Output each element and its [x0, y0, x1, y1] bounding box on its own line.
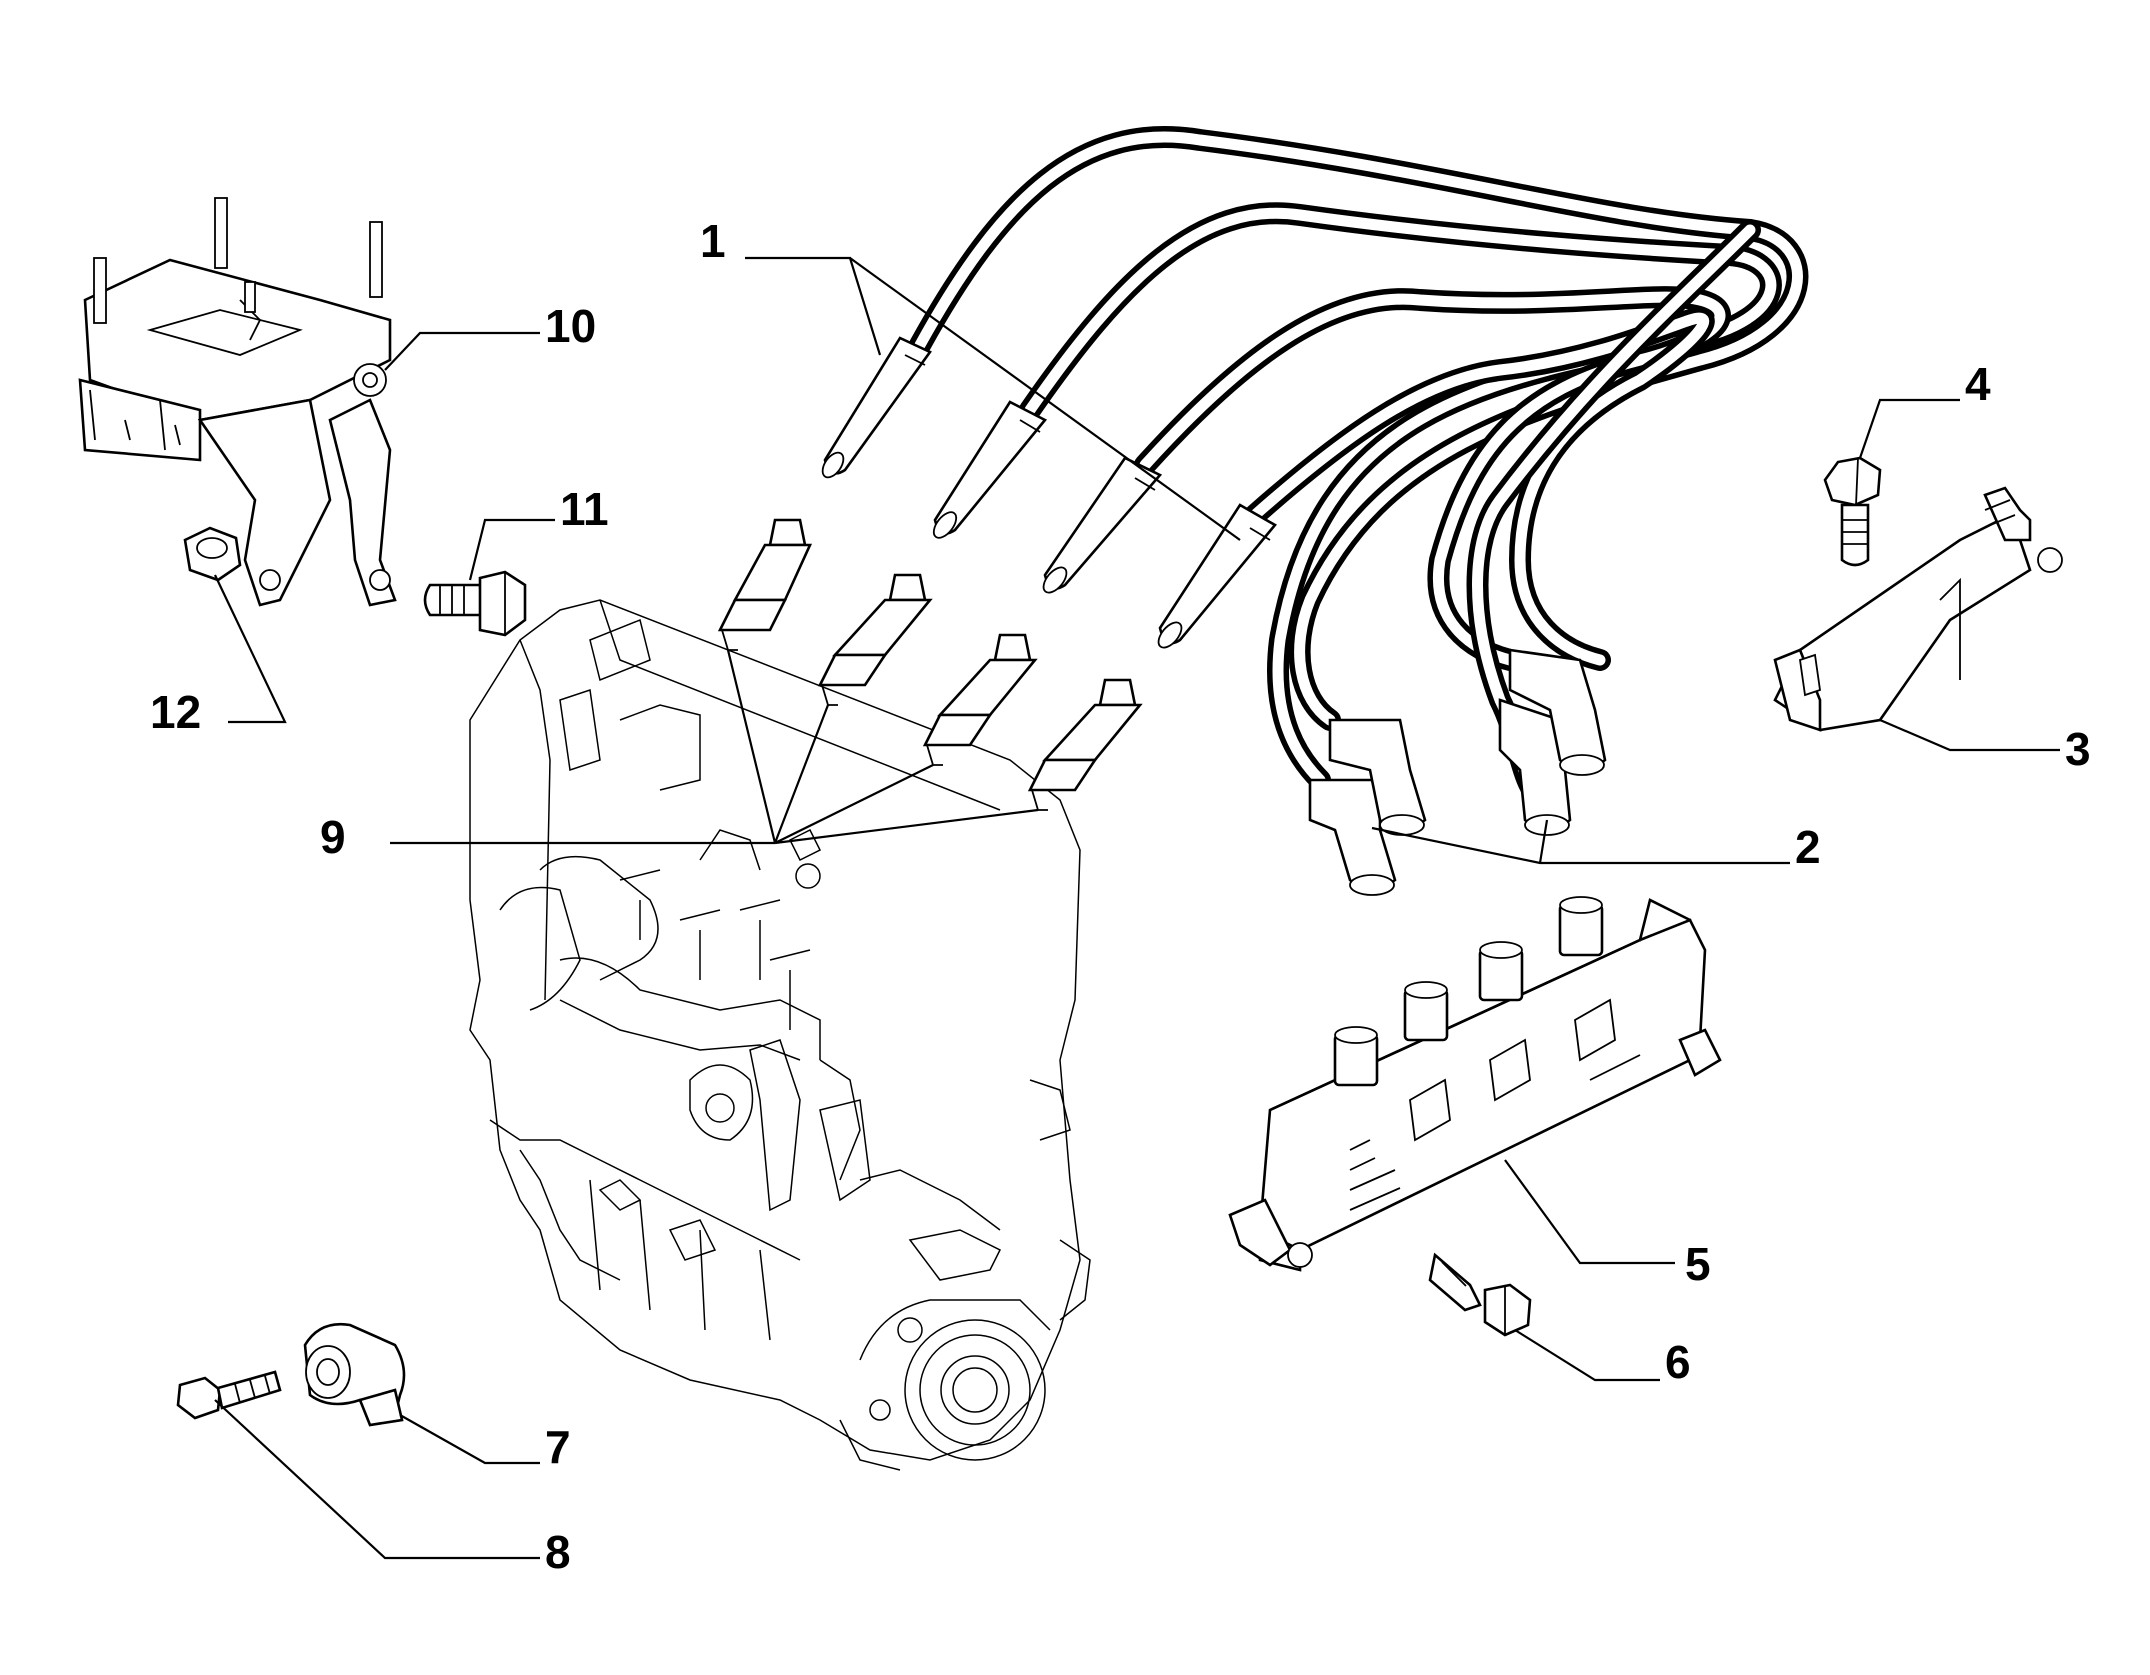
cable-clip — [1773, 486, 2063, 732]
callout-5: 5 — [1685, 1238, 1711, 1290]
callout-labels: 1 2 3 4 5 6 7 8 9 10 11 12 — [150, 215, 2091, 1578]
hex-nut — [183, 526, 242, 582]
cable-boot-angled-4 — [1508, 648, 1607, 776]
spark-plug-4 — [1027, 678, 1143, 811]
spark-plug-3 — [922, 633, 1038, 766]
ignition-cable-set — [821, 125, 1809, 896]
leader-12 — [214, 574, 287, 724]
callout-7: 7 — [545, 1421, 571, 1473]
bracket-bolt — [423, 570, 527, 637]
leader-lines — [214, 256, 2060, 1560]
knock-sensor — [303, 1322, 406, 1427]
leader-9 — [390, 649, 1039, 845]
leader-4 — [1858, 398, 1960, 459]
leader-8 — [214, 1399, 540, 1560]
leader-3 — [1879, 718, 2060, 752]
sensor-bolt — [176, 1370, 282, 1420]
clip-bolt — [1823, 456, 1882, 567]
cable-boot-straight-2 — [932, 400, 1048, 539]
ignition-coil — [1228, 896, 1722, 1272]
spark-plug-1 — [717, 518, 813, 651]
callout-10: 10 — [545, 300, 596, 352]
cable-boot-angled-2 — [1328, 718, 1427, 836]
ignition-bracket — [78, 197, 397, 607]
coil-bolt — [1428, 1252, 1532, 1337]
engine-block — [469, 599, 1091, 1471]
cable-boot-angled-1 — [1308, 778, 1397, 896]
callout-6: 6 — [1665, 1336, 1691, 1388]
leader-11 — [468, 518, 555, 581]
leader-5 — [1504, 1159, 1675, 1265]
callout-12: 12 — [150, 686, 201, 738]
callout-9: 9 — [320, 811, 346, 863]
leader-1 — [745, 256, 1241, 541]
cable-boot-straight-3 — [1042, 456, 1163, 594]
callout-4: 4 — [1965, 358, 1991, 410]
callout-2: 2 — [1795, 821, 1821, 873]
spark-plug-2 — [817, 573, 933, 706]
leader-10 — [384, 331, 540, 371]
leader-6 — [1514, 1329, 1660, 1382]
leader-7 — [399, 1414, 540, 1465]
callout-11: 11 — [560, 483, 609, 535]
callout-8: 8 — [545, 1526, 571, 1578]
cable-boot-straight-4 — [1157, 503, 1277, 649]
callout-3: 3 — [2065, 723, 2091, 775]
callout-1: 1 — [700, 215, 726, 267]
leader-2 — [1371, 819, 1790, 865]
cable-boot-straight-1 — [821, 336, 932, 479]
